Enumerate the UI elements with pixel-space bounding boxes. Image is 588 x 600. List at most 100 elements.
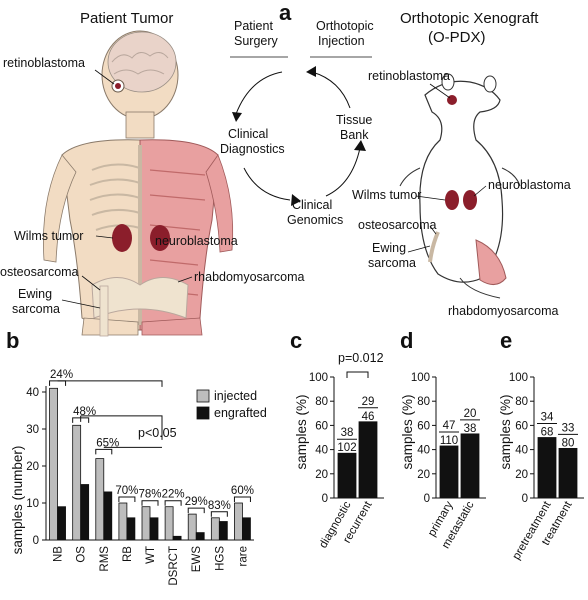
- cycle-arrow-bank-to-injection: [311, 71, 351, 109]
- panel-b-xtick-label: NB: [53, 546, 65, 562]
- cycle-tissue-bank-1: Tissue: [336, 113, 372, 127]
- panel-d-fraction-den: 38: [464, 423, 477, 435]
- panel-d-fraction-den: 110: [440, 435, 458, 447]
- panel-e-ytick-label: 100: [509, 372, 528, 384]
- bar-injected-RMS: [95, 458, 105, 541]
- panel-b-legend: injected engrafted: [196, 389, 267, 420]
- panel-b-ytick-label: 40: [26, 387, 39, 399]
- panel-e-ytick-label: 60: [515, 420, 528, 432]
- panel-b-percent-label: 60%: [231, 485, 254, 497]
- legend-swatch-engrafted: [196, 406, 210, 420]
- panel-c-ytick-label: 60: [315, 420, 328, 432]
- panel-c-fraction-den: 46: [362, 411, 375, 423]
- panel-b-percent-label: 24%: [50, 369, 73, 381]
- workflow-cycle: Patient Surgery Orthotopic Injection Tis…: [220, 19, 374, 227]
- legend-label-injected: injected: [214, 389, 257, 403]
- cycle-clinical-genomics-2: Genomics: [287, 213, 343, 227]
- panel-e-ylabel: samples (%): [498, 394, 513, 469]
- panel-e-label: e: [500, 328, 512, 353]
- bar-injected-NB: [49, 387, 58, 541]
- panel-d-bar-metastatic: [460, 433, 480, 499]
- panel-d-ytick-label: 60: [417, 420, 430, 432]
- panel-d-ytick-label: 0: [424, 493, 430, 505]
- panel-b-percent-bracket: [164, 500, 182, 506]
- panel-b-ytick-label: 10: [26, 498, 39, 510]
- label-retinoblastoma-human: retinoblastoma: [3, 56, 85, 70]
- panel-b-percent-label: 83%: [208, 500, 231, 512]
- panel-b-comparison-line: [57, 380, 163, 387]
- cycle-tissue-bank-2: Bank: [340, 128, 369, 142]
- bar-injected-EWS: [187, 513, 197, 541]
- panel-b-pvalue: p<0.05: [138, 426, 177, 440]
- panel-b-percent-label: 65%: [96, 437, 119, 449]
- panel-b-xtick-label: rare: [237, 546, 249, 566]
- label-osteosarcoma-mouse: osteosarcoma: [358, 218, 437, 232]
- panel-b-percent-bracket: [118, 496, 136, 502]
- label-rhabdo-mouse: rhabdomyosarcoma: [448, 304, 559, 318]
- panel-e-bar-pretreatment: [537, 437, 557, 499]
- label-wilms-mouse: Wilms tumor: [352, 188, 421, 202]
- panel-d-label: d: [400, 328, 413, 353]
- panel-c-ytick-label: 20: [315, 469, 328, 481]
- panel-c-ytick-label: 0: [322, 493, 328, 505]
- panel-e-ytick-label: 40: [515, 445, 528, 457]
- panel-e-bar-treatment: [558, 447, 578, 499]
- panel-b-xtick-label: OS: [76, 546, 88, 563]
- bar-engrafted-OS: [80, 484, 90, 541]
- bar-engrafted-RMS: [103, 491, 113, 541]
- panel-b-xtick-label: RMS: [99, 546, 111, 572]
- label-wilms-human: Wilms tumor: [14, 229, 83, 243]
- panel-e-ytick-label: 20: [515, 469, 528, 481]
- bar-engrafted-rare: [242, 517, 251, 541]
- panel-d-ytick-label: 20: [417, 469, 430, 481]
- patient-tumor-title: Patient Tumor: [80, 10, 173, 27]
- panel-e-fraction-num: 34: [541, 412, 554, 424]
- panel-e-ytick-label: 80: [515, 396, 528, 408]
- label-retinoblastoma-mouse: retinoblastoma: [368, 69, 450, 83]
- panel-e-fraction-num: 33: [562, 422, 575, 434]
- panel-c-pvalue: p=0.012: [338, 351, 384, 365]
- bar-injected-rare: [234, 502, 243, 541]
- label-neuroblastoma-mouse: neuroblastoma: [488, 178, 571, 192]
- panel-c-ytick-label: 80: [315, 396, 328, 408]
- bar-injected-DSRCT: [164, 506, 174, 541]
- label-rhabdo-human: rhabdomyosarcoma: [194, 270, 305, 284]
- xenograft-title-line2: (O-PDX): [428, 29, 486, 46]
- label-osteosarcoma-human: osteosarcoma: [0, 265, 79, 279]
- panel-b-percent-label: 70%: [115, 485, 138, 497]
- panel-b-comparison-line: [80, 415, 163, 440]
- bar-engrafted-HGS: [218, 521, 228, 541]
- panel-b-chart: 010203040NB24%OS48%RMS65%RB70%WT78%DSRCT…: [26, 369, 254, 586]
- cycle-arrow-diagnostics-to-genomics: [243, 167, 291, 201]
- panel-b-ytick-label: 0: [33, 535, 39, 547]
- panel-a-label: a: [279, 0, 292, 25]
- label-ewing-mouse-2: sarcoma: [368, 256, 416, 270]
- mouse-illustration: [399, 73, 521, 299]
- cycle-orthotopic-1: Orthotopic: [316, 19, 374, 33]
- panel-b-xtick-label: DSRCT: [168, 546, 180, 586]
- panel-b-ytick-label: 20: [26, 461, 39, 473]
- cycle-orthotopic-2: Injection: [318, 34, 365, 48]
- legend-swatch-injected: [196, 389, 210, 403]
- mouse-labels: retinoblastoma Wilms tumor neuroblastoma…: [352, 69, 571, 318]
- panel-b-xtick-label: HGS: [214, 546, 226, 571]
- cycle-clinical-genomics-1: Clinical: [292, 198, 332, 212]
- bar-engrafted-RB: [126, 517, 136, 541]
- panel-b-xtick-label: WT: [145, 546, 157, 564]
- bar-engrafted-DSRCT: [172, 535, 182, 541]
- human-anatomy-illustration: [43, 30, 234, 337]
- cycle-clinical-diagnostics-1: Clinical: [228, 127, 268, 141]
- panel-d-fraction-num: 47: [443, 420, 456, 432]
- panel-c-ytick-label: 100: [309, 372, 328, 384]
- panel-b-ylabel: samples (number): [10, 446, 25, 555]
- cycle-arrow-surgery-to-diagnostics: [235, 71, 283, 115]
- panel-e-chart: 0204060801003468pretreatment3380treatmen…: [509, 372, 584, 562]
- panel-b-percent-bracket: [141, 500, 159, 506]
- panel-b-percent-label: 29%: [185, 496, 208, 508]
- xenograft-title-line1: Orthotopic Xenograft: [400, 10, 539, 27]
- panel-c-ylabel: samples (%): [294, 394, 309, 469]
- panel-e-fraction-den: 80: [562, 437, 575, 449]
- panel-d-ylabel: samples (%): [400, 394, 415, 469]
